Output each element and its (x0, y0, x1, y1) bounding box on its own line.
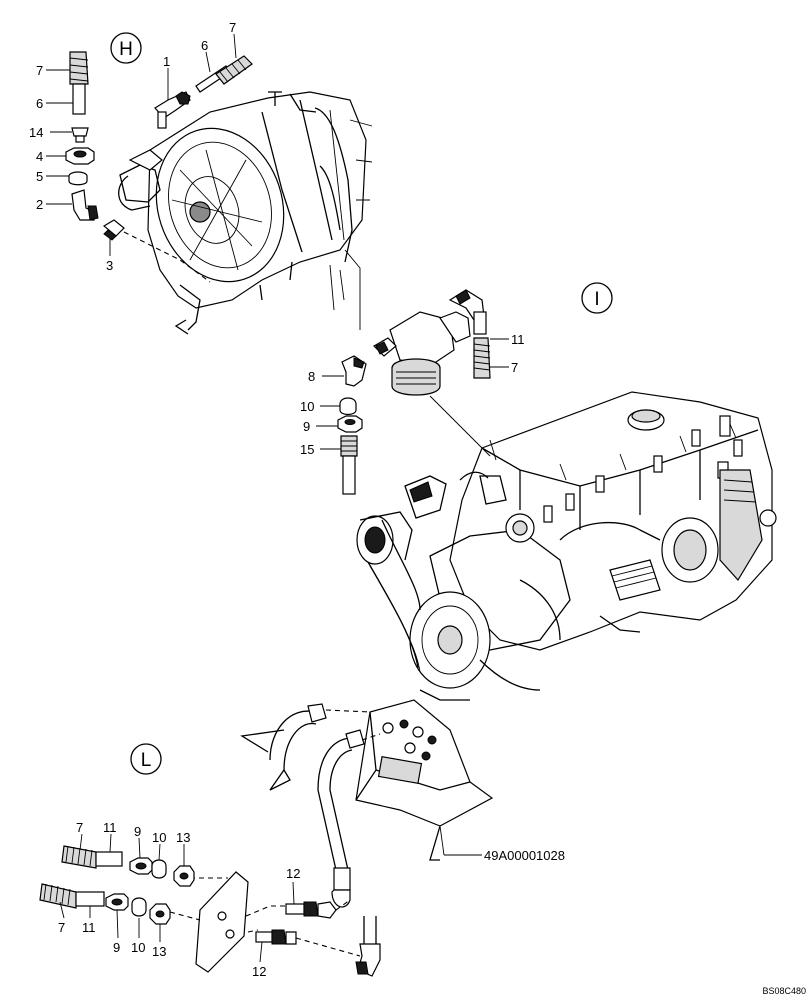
callout-i-11: 11 (511, 332, 525, 347)
dashed-top-hose (325, 709, 371, 713)
upper-hose-kit (61, 845, 195, 887)
view-l-letter: L (141, 750, 152, 771)
callout-l-9-lower: 9 (113, 940, 120, 955)
hydraulic-hoses-l (240, 703, 381, 977)
dashed-mid-hose (361, 733, 381, 741)
callout-h-7-top: 7 (229, 20, 236, 35)
mounting-bracket (355, 699, 494, 861)
part-6-7-hose-left (69, 51, 89, 115)
callout-h-3: 3 (106, 258, 113, 273)
view-h-marker: H (110, 32, 142, 64)
dashed-12-to-hose (335, 899, 351, 911)
dashed-12-lower (247, 929, 259, 933)
leader-3-dashed (123, 231, 211, 283)
view-i-marker: I (581, 282, 613, 314)
callout-l-13-upper: 13 (176, 830, 190, 845)
callout-l-12-lower: 12 (252, 964, 266, 979)
callout-l-10-upper: 10 (152, 830, 166, 845)
callout-l-12-upper: 12 (286, 866, 300, 881)
part-1-elbow-fitting (154, 91, 191, 129)
callout-h-7-left: 7 (36, 63, 43, 78)
callout-l-7-lower: 7 (58, 920, 65, 935)
transmission-housing (118, 91, 373, 335)
callout-i-10: 10 (300, 399, 314, 414)
part-3-adapter (102, 219, 125, 241)
callout-h-2: 2 (36, 197, 43, 212)
part-14-fitting (71, 127, 89, 143)
callout-h-6-left: 6 (36, 96, 43, 111)
part-5-washer (68, 171, 88, 186)
part-6-7-hose-top (195, 55, 253, 93)
dashed-13-lower (169, 911, 201, 921)
callout-h-14: 14 (29, 125, 43, 140)
callout-i-7: 7 (511, 360, 518, 375)
callout-h-4: 4 (36, 149, 43, 164)
callout-i-8: 8 (308, 369, 315, 384)
view-i-letter: I (594, 289, 599, 310)
view-h-leaders (46, 33, 237, 256)
view-l-leaders (59, 833, 295, 963)
view-h: H (29, 20, 373, 335)
part-4-nut (65, 147, 95, 165)
dashed-lower-fitting (295, 937, 361, 957)
filter-head-assembly (373, 289, 491, 396)
plate-bracket (195, 871, 249, 973)
engine-block (429, 391, 777, 651)
view-l: L (39, 699, 565, 979)
callout-l-10-lower: 10 (131, 940, 145, 955)
left-parts-stack (337, 355, 367, 495)
callout-l-7-upper: 7 (76, 820, 83, 835)
fitting-12-lower (255, 929, 297, 945)
drawing-code: BS08C480 (762, 986, 806, 996)
callout-l-11-upper: 11 (103, 820, 117, 835)
callout-h-6-top: 6 (201, 38, 208, 53)
crank-pulley-belt (356, 475, 541, 701)
callout-h-5: 5 (36, 169, 43, 184)
view-i: I (300, 282, 777, 701)
part-number-leader (439, 825, 445, 856)
callout-h-1: 1 (163, 54, 170, 69)
callout-l-13-lower: 13 (152, 944, 166, 959)
view-h-letter: H (119, 39, 133, 60)
dashed-12-upper (245, 905, 286, 917)
callout-i-15: 15 (300, 442, 314, 457)
view-i-leaders (316, 338, 509, 450)
filter-to-engine-line (429, 395, 491, 457)
callout-i-9: 9 (303, 419, 310, 434)
callout-l-9-upper: 9 (134, 824, 141, 839)
fitting-12-upper (285, 901, 337, 919)
part-2-elbow (71, 189, 99, 221)
lower-hose-kit (39, 883, 171, 925)
callout-l-11-lower: 11 (82, 920, 96, 935)
part-number-label: 49A00001028 (484, 848, 565, 863)
view-l-marker: L (130, 743, 162, 775)
